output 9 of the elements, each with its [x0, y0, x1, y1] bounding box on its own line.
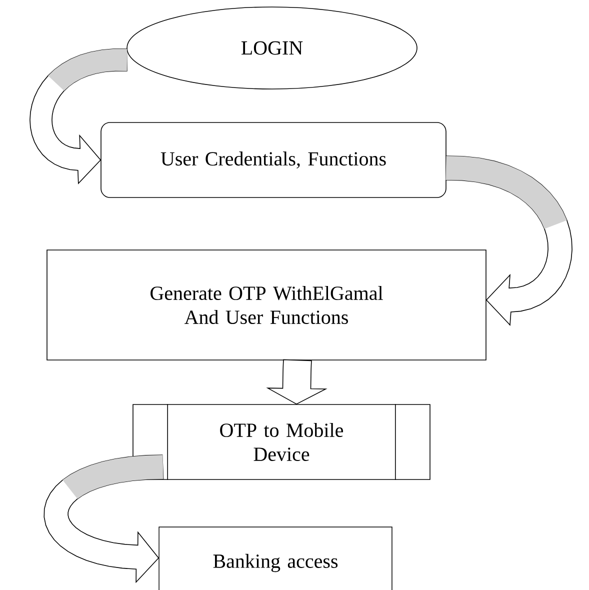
process-box: Generate OTP WithElGamal And User Functions — [46, 250, 486, 360]
ellipse-node: LOGIN — [126, 6, 418, 90]
block-arrow — [266, 359, 328, 405]
process-box: Banking access — [158, 526, 392, 590]
predefined-process-box: OTP to Mobile Device — [132, 404, 430, 480]
block-arrow — [30, 48, 128, 184]
rounded-box: User Credentials, Functions — [100, 122, 446, 198]
block-arrow — [446, 156, 572, 326]
block-arrow — [44, 454, 164, 584]
